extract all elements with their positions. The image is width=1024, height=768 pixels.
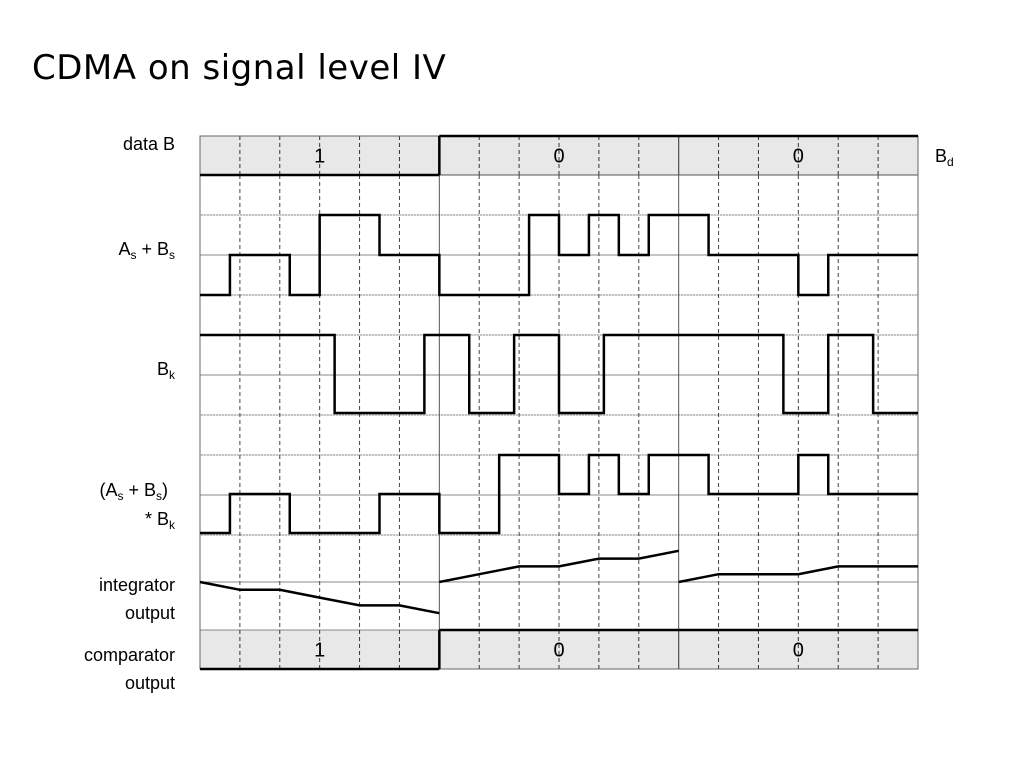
label-sum-signal: As + Bs <box>118 239 175 262</box>
data-b-bit-value: 1 <box>314 146 325 168</box>
comparator-bit-value: 0 <box>793 640 804 662</box>
label-sum-signal-part: A <box>118 239 130 259</box>
sum-signal-trace <box>200 213 918 297</box>
label-sum-signal-part: + B <box>136 239 169 259</box>
comparator-bit-value: 1 <box>314 640 325 662</box>
bit-backgrounds <box>199 135 919 670</box>
label-bd: Bd <box>935 146 954 169</box>
label-product-line2-part: k <box>169 518 176 532</box>
integrator-trace <box>199 580 440 615</box>
signal-traces <box>199 134 918 671</box>
label-product-line2-part: * B <box>145 509 169 529</box>
label-integrator-line2: output <box>125 603 175 623</box>
label-product-line1: (As + Bs) <box>99 480 168 503</box>
label-bd-part: d <box>947 155 954 169</box>
label-key-part: k <box>169 368 176 382</box>
label-key: Bk <box>157 359 176 382</box>
comparator-bit-value: 0 <box>553 640 564 662</box>
integrator-trace <box>439 549 679 584</box>
label-bd-part: B <box>935 146 947 166</box>
key-signal-trace <box>200 333 918 415</box>
label-sum-signal-part: s <box>169 248 175 262</box>
label-integrator-line1: integrator <box>99 575 175 595</box>
label-product-line2: * Bk <box>145 509 176 532</box>
data-b-bit-value: 0 <box>553 146 564 168</box>
label-sum-signal-part: s <box>130 248 136 262</box>
label-product-line1-part: s <box>156 489 162 503</box>
label-product-line1-part: s <box>117 489 123 503</box>
data-b-bit-value: 0 <box>793 146 804 168</box>
label-comparator-line2: output <box>125 673 175 693</box>
label-key-part: B <box>157 359 169 379</box>
label-product-line1-part: ) <box>162 480 168 500</box>
label-product-line1-part: (A <box>99 480 117 500</box>
product-signal-trace <box>200 453 918 535</box>
label-comparator-line1: comparator <box>84 645 175 665</box>
label-product-line1-part: + B <box>123 480 156 500</box>
integrator-trace <box>678 565 918 584</box>
page-title: CDMA on signal level IV <box>32 48 447 88</box>
data-b-cell <box>199 135 440 176</box>
data-b-cell <box>678 135 919 176</box>
label-data-b: data B <box>123 134 175 154</box>
